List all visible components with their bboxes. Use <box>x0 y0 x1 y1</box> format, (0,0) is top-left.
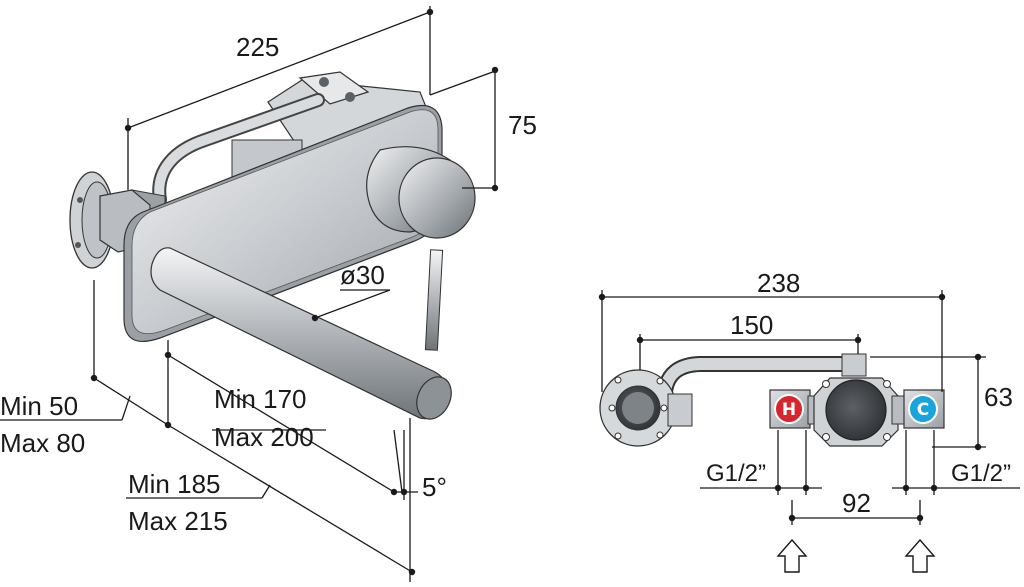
wall-depth-min-label: Min 50 <box>0 391 78 421</box>
cold-inlet: C <box>891 389 945 429</box>
mixing-cartridge <box>813 377 899 447</box>
body-height-label: 63 <box>984 382 1013 412</box>
spout-reach-min-label: Min 170 <box>214 384 307 414</box>
inlet-arrow-icon <box>904 538 936 573</box>
overall-width-label: 238 <box>757 268 800 298</box>
thread-left-label: G1/2” <box>706 460 766 487</box>
inlet-arrow-icon <box>776 538 808 573</box>
left-dimension-lines <box>0 6 499 582</box>
faucet-perspective-view <box>69 71 476 420</box>
cold-icon: C <box>917 400 929 420</box>
angle-label: 5° <box>422 472 447 502</box>
total-reach-min-label: Min 185 <box>128 469 221 499</box>
height-dimension-label: 75 <box>508 110 537 140</box>
inlet-spacing-label: 92 <box>842 488 871 518</box>
spout-diameter-label: ø30 <box>340 260 385 290</box>
spout-reach-max-label: Max 200 <box>214 422 314 452</box>
width-dimension-label: 225 <box>236 32 279 62</box>
inner-width-label: 150 <box>730 310 773 340</box>
spout <box>150 247 452 420</box>
wall-depth-max-label: Max 80 <box>0 428 85 458</box>
thread-right-label: G1/2” <box>951 460 1011 487</box>
total-reach-max-label: Max 215 <box>128 506 228 536</box>
left-inlet-flange <box>599 369 693 447</box>
right-dimension-lines <box>598 290 1020 525</box>
mixer-body-top-view: H C <box>599 353 945 447</box>
handle-knob <box>366 146 476 351</box>
inlet-flange <box>69 171 166 269</box>
hot-inlet: H <box>769 389 823 429</box>
hot-icon: H <box>782 400 796 420</box>
